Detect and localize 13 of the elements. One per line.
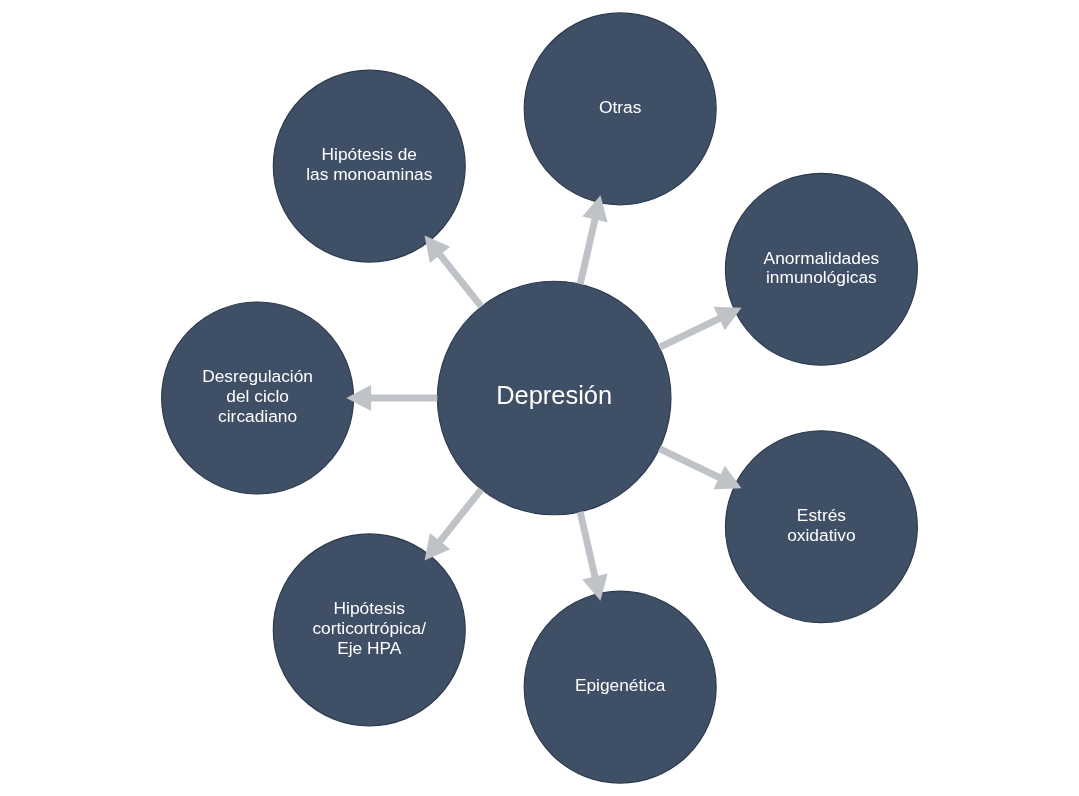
- arrow: [424, 235, 485, 309]
- node-circle: Anormalidades inmunológicas: [724, 172, 918, 366]
- arrow: [657, 306, 742, 351]
- arrow: [657, 445, 742, 490]
- arrow: [346, 384, 438, 412]
- node-circle: Depresión: [436, 280, 672, 516]
- node-circle: Epigenética: [523, 590, 717, 784]
- arrow: [576, 511, 608, 601]
- arrow: [424, 487, 485, 561]
- node-circle: Otras: [523, 12, 717, 206]
- node-circle: Desregulación del ciclo circadiano: [161, 301, 355, 495]
- node-circle: Estrés oxidativo: [724, 430, 918, 624]
- arrow: [576, 195, 608, 285]
